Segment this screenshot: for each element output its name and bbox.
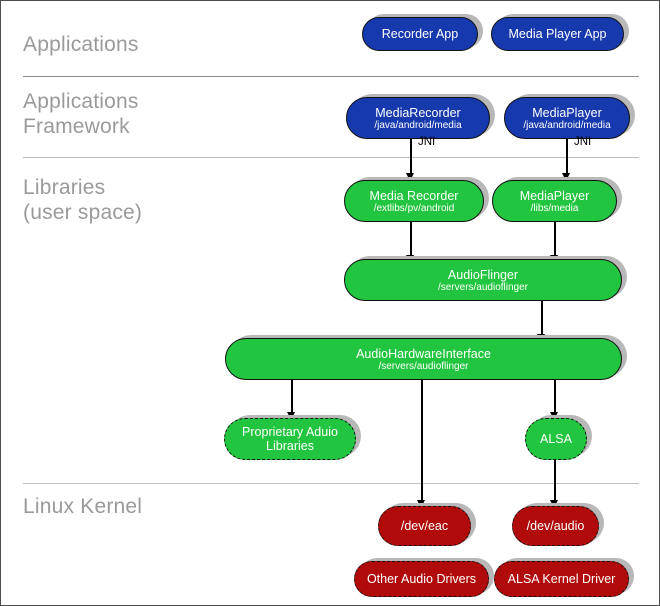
connector-mediarecorderlib-to-audioflinger <box>410 219 412 261</box>
connector-ahi-to-dev-eac <box>421 376 423 506</box>
connector-ahi-to-alsa <box>554 376 556 418</box>
node-subtitle: /servers/audioflinger <box>437 281 529 293</box>
node-title: AudioFlinger <box>447 267 519 282</box>
connector-ahi-to-proprietary <box>291 376 293 418</box>
node-title: AudioHardwareInterface <box>356 346 491 361</box>
layer-label-applications-framework: Applications Framework <box>23 90 139 138</box>
node-subtitle: Libraries <box>266 439 314 453</box>
node-title: /dev/eac <box>400 519 449 533</box>
node-title: ALSA <box>540 432 572 446</box>
node-alsa-kernel-driver[interactable]: ALSA Kernel Driver <box>494 561 629 597</box>
connector-mediaplayer-to-lib <box>566 139 568 179</box>
edge-label-jni-right: JNI <box>574 136 592 148</box>
node-mediaplayer-lib[interactable]: MediaPlayer /libs/media <box>492 180 617 222</box>
node-subtitle: /libs/media <box>530 202 579 214</box>
node-mediaplayer-framework[interactable]: MediaPlayer /java/android/media <box>504 97 630 139</box>
node-audioflinger[interactable]: AudioFlinger /servers/audioflinger <box>344 259 622 301</box>
node-title: Proprietary Aduio <box>242 425 338 439</box>
node-title: ALSA Kernel Driver <box>507 572 616 586</box>
node-subtitle: /java/android/media <box>523 119 611 131</box>
node-title: MediaPlayer <box>519 188 590 203</box>
divider-libraries <box>23 483 639 484</box>
node-title: MediaPlayer <box>532 105 602 120</box>
layer-label-applications: Applications <box>23 33 139 56</box>
node-title: /dev/audio <box>526 519 585 533</box>
node-proprietary-audio-libraries[interactable]: Proprietary Aduio Libraries <box>224 418 356 460</box>
node-title: Other Audio Drivers <box>366 572 477 586</box>
divider-framework <box>23 157 639 158</box>
connector-mediarecorder-to-lib <box>410 139 412 179</box>
node-title: MediaRecorder <box>375 105 461 120</box>
node-recorder-app[interactable]: Recorder App <box>362 17 478 51</box>
node-subtitle: /extlibs/pv/android <box>373 202 455 214</box>
layer-label-libraries: Libraries (user space) <box>23 176 143 224</box>
node-title: Media Recorder <box>369 188 459 203</box>
connector-mediaplayerlib-to-audioflinger <box>554 219 556 261</box>
node-title: Recorder App <box>381 27 459 41</box>
node-dev-eac[interactable]: /dev/eac <box>378 506 471 546</box>
node-media-recorder-lib[interactable]: Media Recorder /extlibs/pv/android <box>344 180 484 222</box>
node-dev-audio[interactable]: /dev/audio <box>512 506 599 546</box>
node-title: Media Player App <box>508 27 607 41</box>
edge-label-jni-left: JNI <box>418 136 436 148</box>
node-alsa[interactable]: ALSA <box>525 418 587 460</box>
divider-applications <box>23 76 639 77</box>
node-media-player-app[interactable]: Media Player App <box>491 17 624 51</box>
connector-audioflinger-to-ahi <box>541 298 543 340</box>
node-subtitle: /java/android/media <box>374 119 462 131</box>
node-mediarecorder[interactable]: MediaRecorder /java/android/media <box>346 97 490 139</box>
node-subtitle: /servers/audioflinger <box>378 360 469 372</box>
layer-label-linux-kernel: Linux Kernel <box>23 495 143 518</box>
node-other-audio-drivers[interactable]: Other Audio Drivers <box>354 561 489 597</box>
connector-alsa-to-dev-audio <box>554 456 556 506</box>
node-audiohardwareinterface[interactable]: AudioHardwareInterface /servers/audiofli… <box>225 338 622 380</box>
